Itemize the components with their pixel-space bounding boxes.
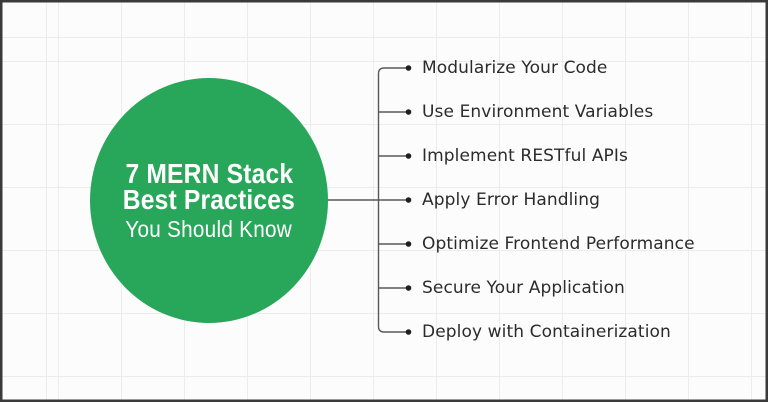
- practice-item-label: Optimize Frontend Performance: [422, 234, 695, 254]
- practice-item: Optimize Frontend Performance: [422, 232, 695, 256]
- bullet-dot-icon: [405, 285, 412, 291]
- bullet-dot-icon: [405, 241, 412, 247]
- practice-item-label: Implement RESTful APIs: [422, 146, 628, 166]
- practice-item-label: Deploy with Containerization: [422, 322, 671, 342]
- practice-item: Modularize Your Code: [422, 56, 608, 80]
- bullet-dot-icon: [405, 329, 412, 335]
- center-circle: 7 MERN Stack Best Practices You Should K…: [90, 78, 328, 323]
- practice-item: Secure Your Application: [422, 276, 625, 300]
- practice-item: Apply Error Handling: [422, 188, 600, 212]
- practice-item: Deploy with Containerization: [422, 320, 671, 344]
- practice-item-label: Modularize Your Code: [422, 58, 608, 78]
- practice-item-label: Use Environment Variables: [422, 102, 654, 122]
- circle-title-line2: Best Practices: [122, 183, 296, 215]
- practice-item-label: Secure Your Application: [422, 278, 625, 298]
- practice-item: Use Environment Variables: [422, 100, 653, 124]
- circle-title-line1: 7 MERN Stack: [125, 157, 293, 189]
- circle-subtitle: You Should Know: [125, 215, 293, 242]
- bullet-dot-icon: [405, 197, 412, 203]
- practice-item-label: Apply Error Handling: [422, 190, 601, 210]
- bullet-dot-icon: [405, 109, 412, 115]
- practice-item: Implement RESTful APIs: [422, 144, 628, 168]
- bullet-dot-icon: [405, 65, 412, 71]
- bullet-dot-icon: [405, 153, 412, 159]
